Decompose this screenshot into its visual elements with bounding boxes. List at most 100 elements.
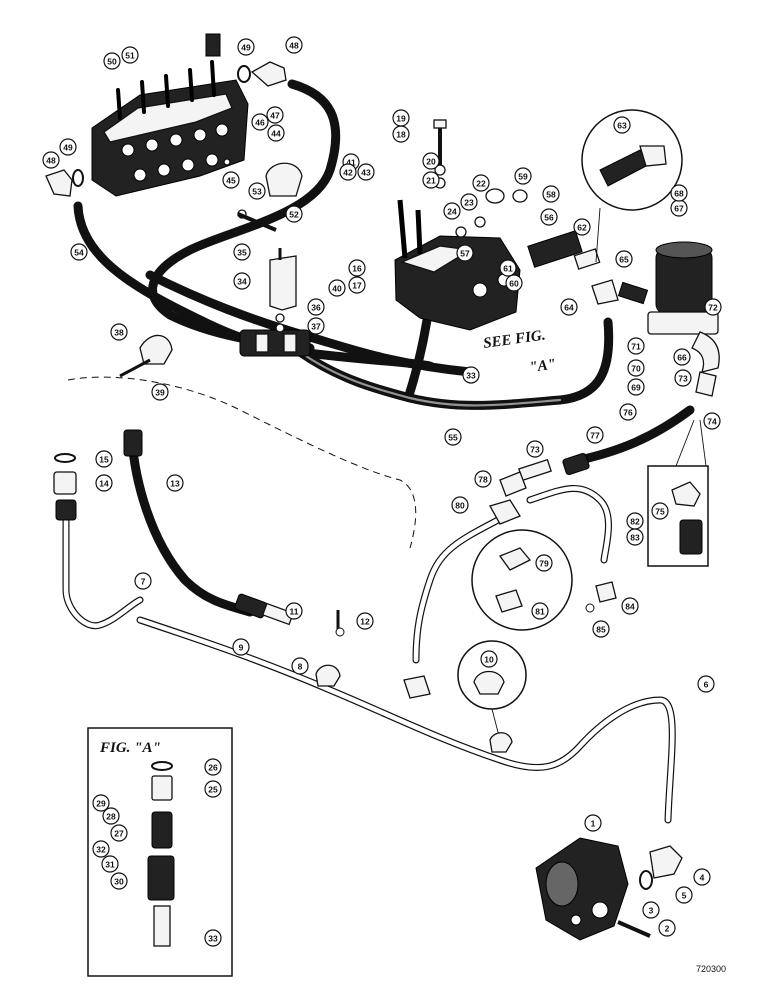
callout-number: 13 [170,479,180,489]
callout-circle [307,317,325,335]
callout-circle [621,597,639,615]
callout-number: 23 [464,198,474,208]
callout-circle [480,650,498,668]
callout-circle [542,185,560,203]
callout-c66: 66 [673,348,691,366]
callout-circle [204,758,222,776]
callout-number: 36 [311,303,321,313]
elbow-fitting-48b [45,169,84,197]
callout-number: 39 [155,388,165,398]
callout-number: 19 [396,114,406,124]
callout-c61: 61 [499,259,517,277]
callout-number: 50 [107,57,117,67]
callout-c42: 42 [339,163,357,181]
callout-circle [514,167,532,185]
callout-number: 69 [631,383,641,393]
callout-number: 83 [630,533,640,543]
callout-number: 57 [460,249,470,259]
callout-c25: 25 [204,780,222,798]
callout-number: 70 [631,364,641,374]
callout-number: 12 [360,617,370,627]
callout-c12: 12 [356,612,374,630]
callout-c33: 33 [204,929,222,947]
callout-number: 62 [577,223,587,233]
detail-circle-79-81 [471,529,573,631]
callout-circle [356,612,374,630]
elbow-fitting-4 [639,845,683,890]
callout-circle [59,138,77,156]
callout-c81: 81 [531,602,549,620]
callout-number: 34 [237,277,247,287]
callout-c33b: 33 [462,366,480,384]
callout-c62: 62 [573,218,591,236]
callout-c79: 79 [535,554,553,572]
callout-circle [658,919,676,937]
callout-number: 44 [271,129,281,139]
elbow-fitting-72 [691,331,720,397]
callout-c51: 51 [121,46,139,64]
see-fig-sub-text: "A" [528,356,557,376]
callout-circle [237,38,255,56]
callout-number: 59 [518,172,528,182]
callout-number: 61 [503,264,513,274]
callout-number: 49 [241,43,251,53]
callout-circle [110,824,128,842]
callout-number: 43 [361,168,371,178]
callout-c4: 4 [693,868,711,886]
dashed-reference-line [67,376,417,549]
callout-circle [95,474,113,492]
callout-circle [444,428,462,446]
callout-c18: 18 [392,125,410,143]
callout-circle [526,440,544,458]
callout-number: 82 [630,517,640,527]
callout-c50: 50 [103,52,121,70]
callout-c43: 43 [357,163,375,181]
callout-c37: 37 [307,317,325,335]
callout-c44: 44 [267,124,285,142]
callout-number: 33 [466,371,476,381]
callout-circle [460,193,478,211]
callout-circle [92,794,110,812]
callout-circle [670,184,688,202]
callout-circle [348,259,366,277]
callout-c65: 65 [615,250,633,268]
callout-circle [451,496,469,514]
callout-c57: 57 [456,244,474,262]
callout-c75: 75 [651,502,669,520]
callout-number: 58 [546,190,556,200]
callout-c70: 70 [627,359,645,377]
callout-number: 8 [298,662,303,672]
callout-circle [703,412,721,430]
callout-circle [675,886,693,904]
callout-number: 15 [99,455,109,465]
callout-number: 35 [237,248,247,258]
callout-circle [103,52,121,70]
callout-circle [627,378,645,396]
callout-c84: 84 [621,597,639,615]
callout-c6: 6 [697,675,715,693]
callout-number: 85 [596,625,606,635]
callout-c11: 11 [285,602,303,620]
callout-circle [267,124,285,142]
callout-number: 1 [591,819,596,829]
callout-circle [615,250,633,268]
callout-c69: 69 [627,378,645,396]
callout-circle [285,205,303,223]
callout-c72: 72 [704,298,722,316]
callout-circle [573,218,591,236]
callout-number: 6 [704,680,709,690]
bracket-34 [269,248,297,311]
callout-number: 7 [141,577,146,587]
callout-circle [101,855,119,873]
callout-number: 52 [289,210,299,220]
callout-circle [422,152,440,170]
callout-number: 73 [678,374,688,384]
callout-c48b: 48 [42,151,60,169]
callout-c52: 52 [285,205,303,223]
callout-number: 22 [476,179,486,189]
callout-number: 67 [674,204,684,214]
clamp-bottom [489,732,513,753]
callout-circle [110,323,128,341]
callout-number: 5 [682,891,687,901]
callout-number: 49 [63,143,73,153]
